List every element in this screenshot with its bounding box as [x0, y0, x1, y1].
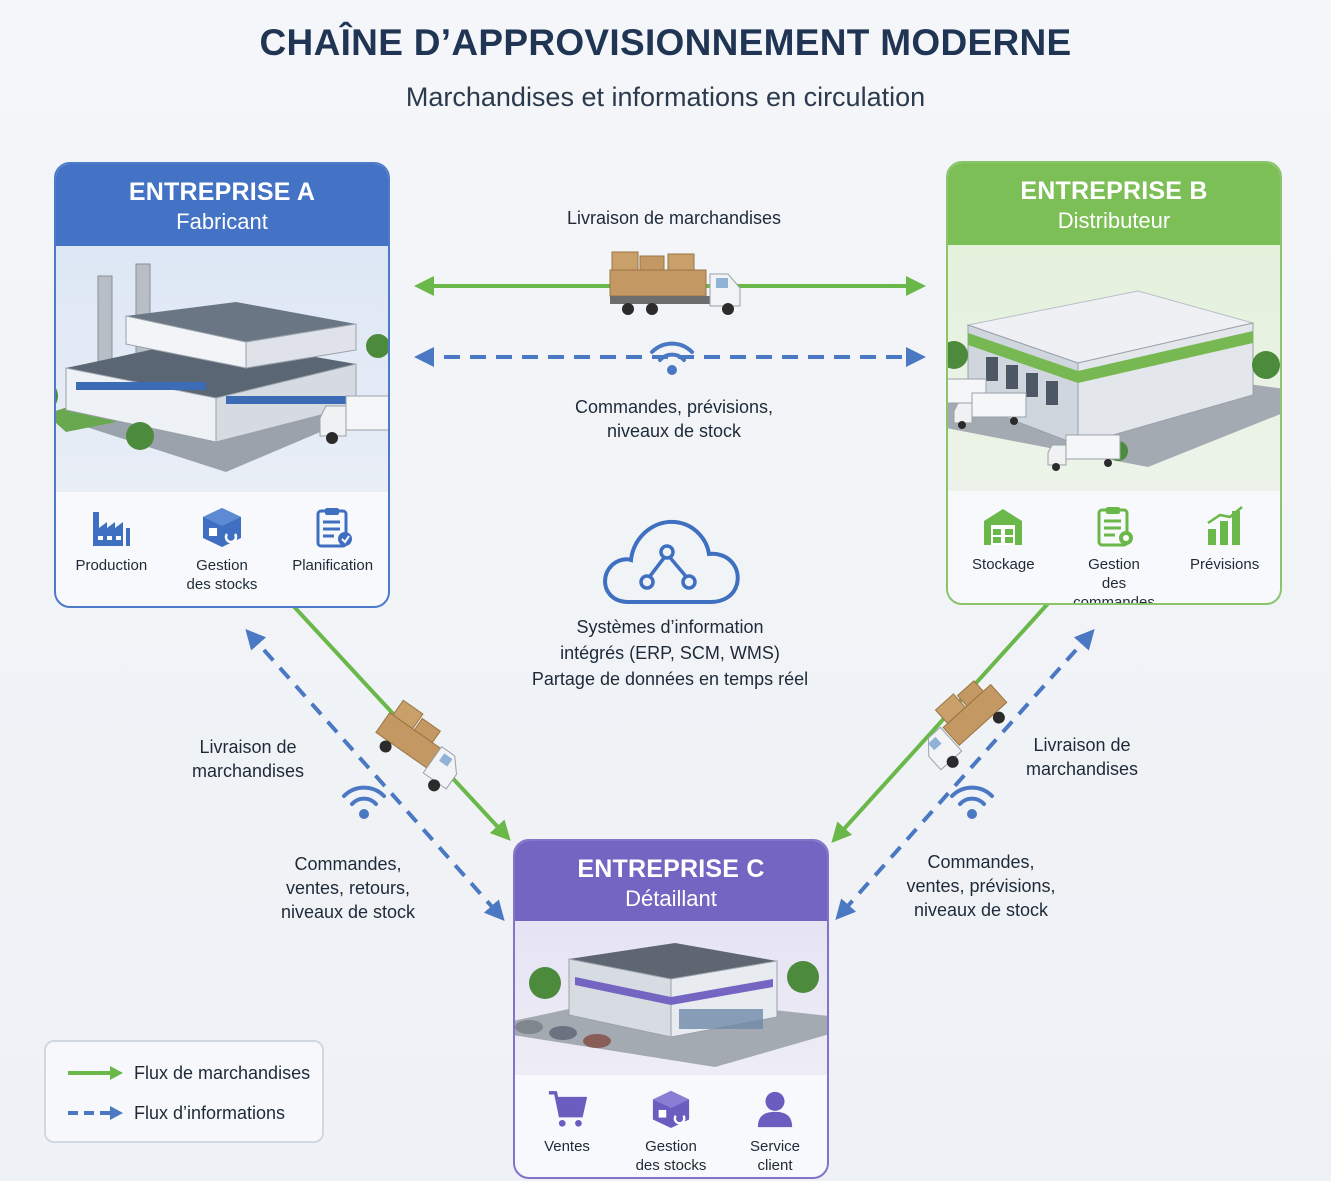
company-c-header: ENTREPRISE C Détaillant: [515, 841, 827, 921]
flow-label-b-c-goods: Livraison de marchandises: [1025, 735, 1139, 779]
info-arrow-a-c: [245, 629, 505, 921]
company-c-name: ENTREPRISE C: [577, 855, 765, 883]
legend-info: Flux d’informations: [66, 1100, 285, 1126]
feature-order-management: Gestion des commandes: [1059, 505, 1169, 603]
integrated-systems-text: Systèmes d’information intégrés (ERP, SC…: [531, 617, 809, 689]
company-b-name: ENTREPRISE B: [1020, 177, 1208, 205]
company-a-role: Fabricant: [176, 209, 268, 234]
bar-chart-icon: [1206, 506, 1243, 545]
page-subtitle: Marchandises et informations en circulat…: [405, 82, 926, 112]
company-b-header: ENTREPRISE B Distributeur: [948, 163, 1280, 245]
solid-arrow-icon: [68, 1066, 123, 1080]
clipboard-icon: [316, 508, 352, 548]
order-clipboard-icon: [1097, 507, 1133, 547]
feature-inventory: Gestion des stocks: [167, 506, 277, 594]
info-arrow-b-c: [835, 629, 1095, 920]
company-a-name: ENTREPRISE A: [128, 178, 316, 206]
company-c-features: Ventes Gestion des stocks Service client: [515, 1075, 827, 1175]
cart-icon: [548, 1091, 587, 1127]
cloud-network-icon: [603, 519, 740, 604]
page-title: CHAÎNE D’APPROVISIONNEMENT MODERNE: [259, 22, 1072, 63]
feature-sales: Ventes: [515, 1089, 619, 1175]
company-a-card: ENTREPRISE A Fabricant: [54, 162, 390, 608]
store-illustration: [515, 921, 827, 1075]
warehouse-illustration: [948, 245, 1280, 491]
dashed-arrow-icon: [68, 1106, 123, 1120]
company-c-role: Détaillant: [625, 886, 717, 911]
company-c-card: ENTREPRISE C Détaillant Ventes: [513, 839, 829, 1179]
company-b-features: Stockage Gestion des commandes: [948, 491, 1280, 603]
flow-label-b-c-info: Commandes, ventes, prévisions, niveaux d…: [906, 852, 1056, 920]
flow-label-a-b-goods: Livraison de marchandises: [566, 208, 782, 228]
customer-service-icon: [757, 1091, 793, 1128]
feature-customer-service: Service client: [723, 1089, 827, 1175]
warehouse-icon: [984, 509, 1023, 545]
feature-inventory: Gestion des stocks: [619, 1089, 723, 1175]
feature-planning: Planification: [278, 506, 388, 594]
company-b-role: Distributeur: [1057, 208, 1171, 233]
wifi-icon: [342, 785, 386, 819]
truck-icon: [375, 699, 458, 792]
company-b-card: ENTREPRISE B Distributeur: [946, 161, 1282, 605]
company-a-features: Production Gestion des stocks: [56, 492, 388, 594]
factory-illustration: [56, 246, 388, 492]
inventory-box-icon: [202, 508, 241, 547]
wifi-icon: [650, 341, 694, 375]
feature-storage: Stockage: [948, 505, 1058, 603]
feature-forecasts: Prévisions: [1170, 505, 1280, 603]
truck-icon: [609, 251, 741, 315]
wifi-icon: [950, 785, 994, 819]
flow-label-a-c-info: Commandes, ventes, retours, niveaux de s…: [280, 854, 416, 922]
inventory-box-icon: [652, 1090, 690, 1129]
flow-label-a-c-goods: Livraison de marchandises: [191, 737, 305, 781]
company-a-header: ENTREPRISE A Fabricant: [56, 164, 388, 246]
truck-icon: [927, 680, 1008, 771]
legend-goods: Flux de marchandises: [66, 1060, 310, 1086]
feature-production: Production: [56, 506, 166, 594]
integrated-systems: Systèmes d’information intégrés (ERP, SC…: [520, 510, 820, 692]
legend: Flux de marchandises Flux d’informations: [44, 1040, 324, 1143]
factory-icon: [93, 512, 131, 546]
flow-label-a-b-info: Commandes, prévisions, niveaux de stock: [574, 397, 774, 441]
